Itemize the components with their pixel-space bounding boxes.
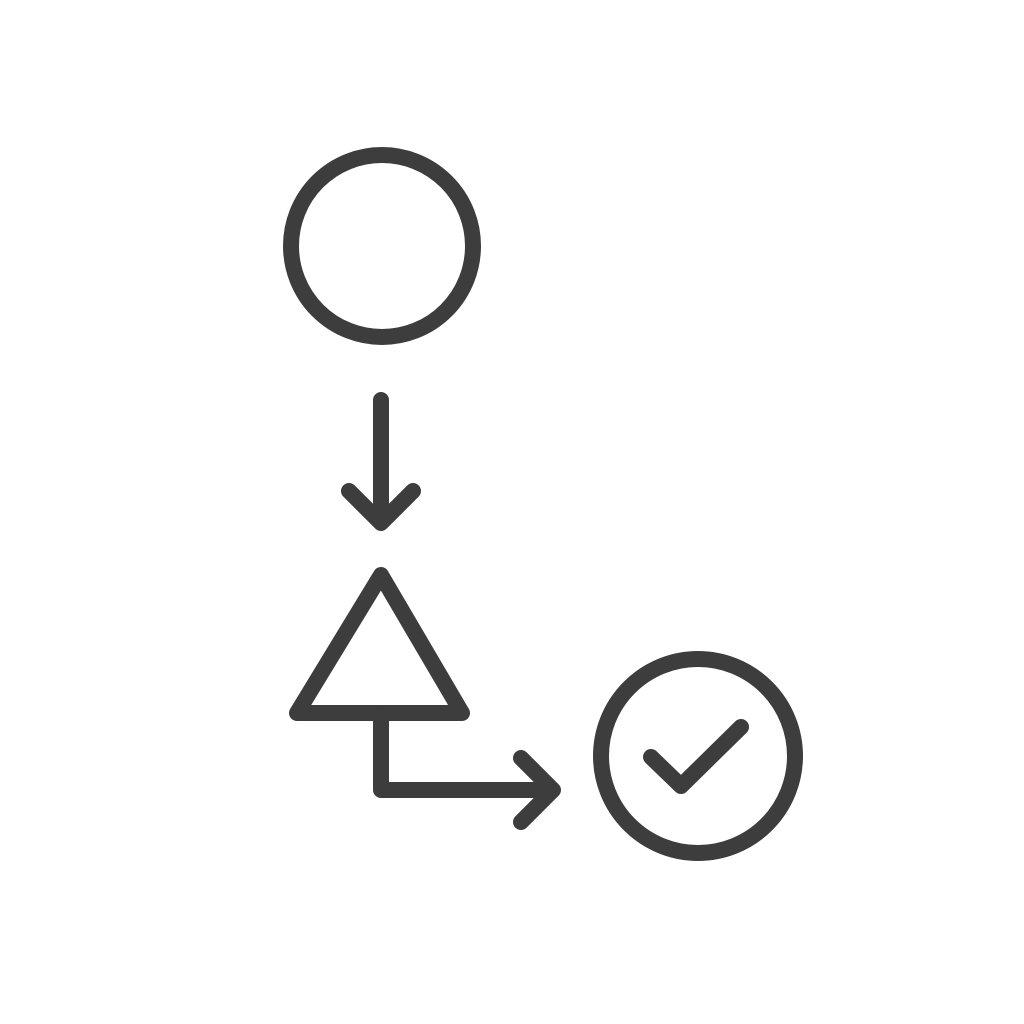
arrow-down-icon	[341, 483, 421, 531]
start-node	[283, 147, 481, 345]
start-circle-icon	[283, 147, 481, 345]
arrow-right-icon	[513, 750, 561, 830]
elbow-connector-line	[373, 708, 557, 798]
connector-start-to-decision	[341, 392, 421, 531]
checkmark-icon	[643, 719, 749, 794]
triangle-icon	[289, 567, 470, 721]
connector-decision-to-done	[373, 708, 561, 830]
decision-node	[289, 567, 470, 721]
done-circle-icon	[593, 651, 803, 861]
done-node	[593, 651, 803, 861]
